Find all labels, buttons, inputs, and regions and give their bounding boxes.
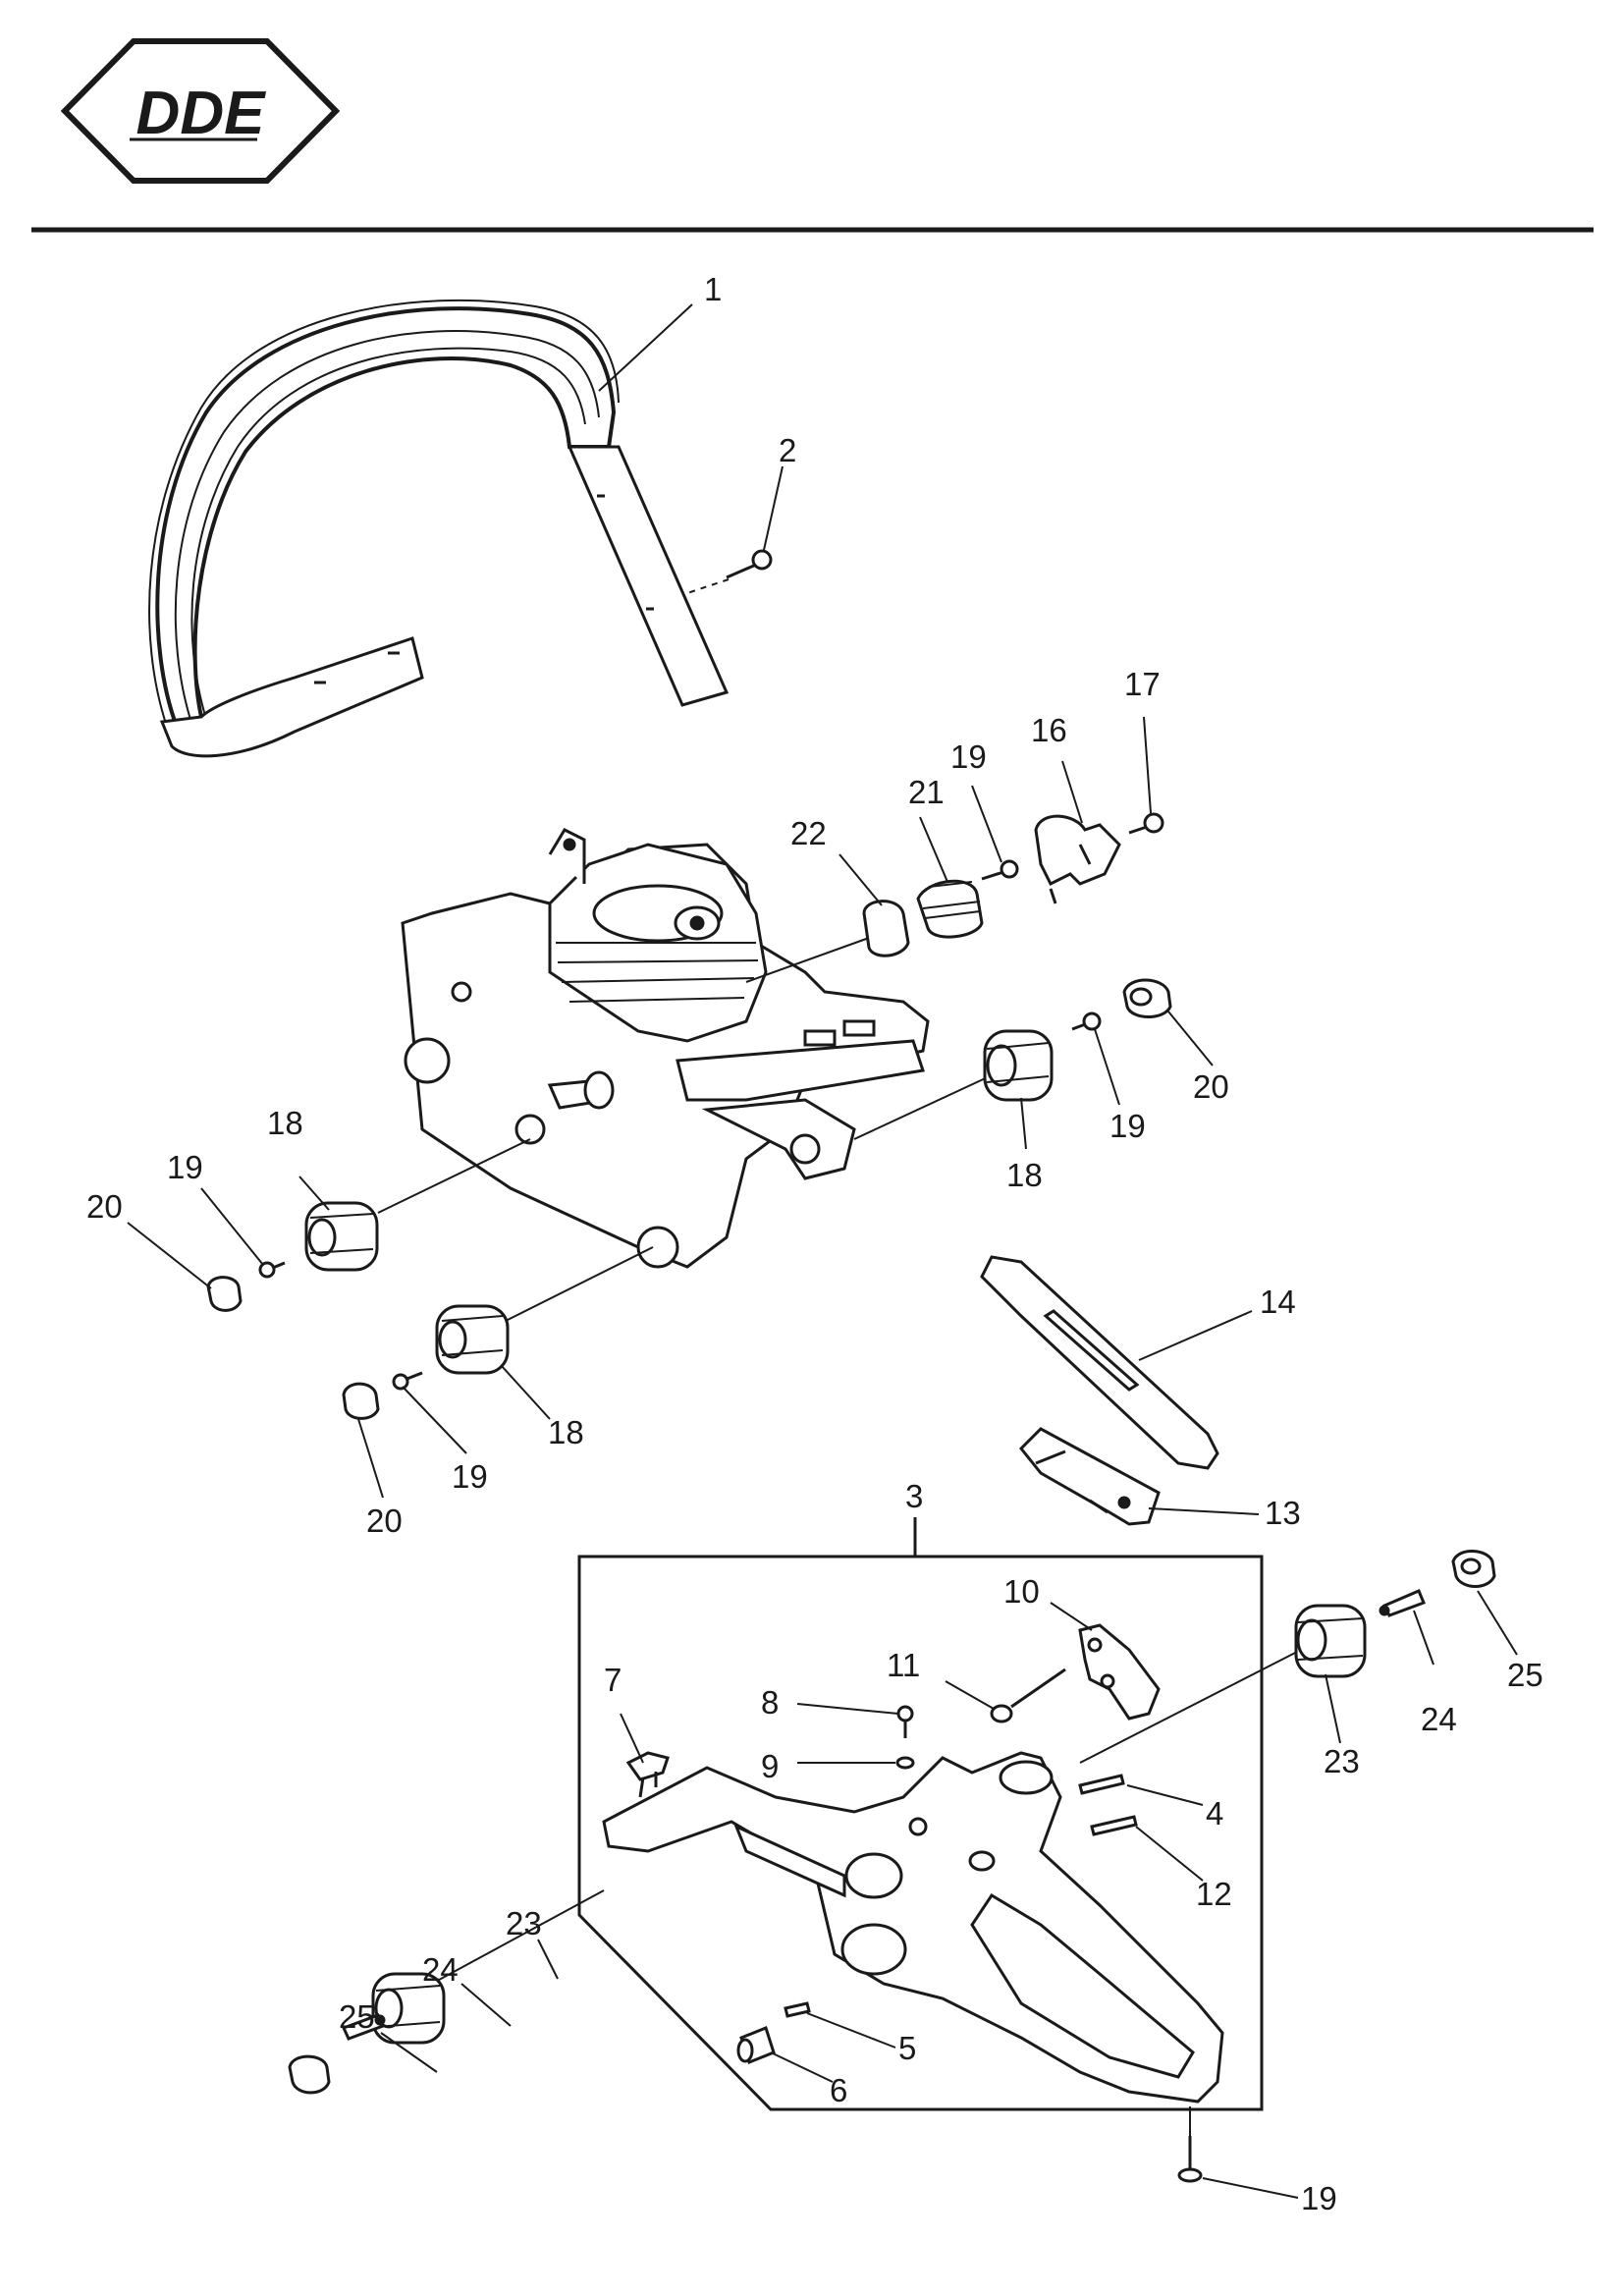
- callout-19-top: 19: [950, 738, 987, 775]
- callout-18-left: 18: [267, 1105, 303, 1141]
- front-handle-part-1: [148, 299, 730, 758]
- engine-crankcase: [401, 828, 930, 1269]
- callout-24-left: 24: [422, 1951, 459, 1988]
- lower-mount-parts-18-19-20: [342, 1246, 654, 1420]
- callout-10: 10: [1003, 1573, 1040, 1610]
- chain-cover-part-13: [1018, 1427, 1161, 1526]
- callout-23-left: 23: [506, 1905, 542, 1941]
- callout-17: 17: [1124, 666, 1161, 702]
- pins-4-12: [1078, 1774, 1138, 1836]
- callout-25-left: 25: [339, 1998, 375, 2035]
- trigger-parts-10-11: [990, 1623, 1161, 1723]
- callout-labels: 1 2 17 16 19 21 22 20 19 18 18 19 20 14 …: [86, 271, 1543, 2216]
- callout-25-right: 25: [1507, 1657, 1543, 1693]
- callout-5: 5: [898, 2030, 916, 2066]
- callout-20-lower: 20: [366, 1503, 403, 1539]
- dde-logo: DDE: [60, 38, 341, 184]
- parts-5-6: [736, 2001, 811, 2064]
- left-mount-parts-18-19-20: [206, 1138, 531, 1312]
- parts-16-17-19-top: [981, 812, 1164, 904]
- callout-22: 22: [790, 815, 827, 851]
- callout-21: 21: [908, 774, 945, 810]
- parts-7-8-9: [625, 1705, 915, 1798]
- callout-18-right: 18: [1006, 1157, 1043, 1193]
- screw-part-2: [686, 549, 773, 594]
- callout-14: 14: [1260, 1284, 1296, 1320]
- callout-18-lower: 18: [548, 1414, 584, 1450]
- callout-4: 4: [1206, 1795, 1223, 1831]
- callout-13: 13: [1265, 1495, 1301, 1531]
- callout-8: 8: [761, 1684, 779, 1721]
- callout-19-right: 19: [1109, 1108, 1146, 1144]
- callout-11: 11: [887, 1647, 920, 1683]
- callout-12: 12: [1196, 1876, 1232, 1912]
- assembly-frame-part-3: [577, 1555, 1264, 2111]
- leader-lines: [127, 303, 1518, 2199]
- callout-3: 3: [905, 1478, 923, 1514]
- callout-16: 16: [1031, 712, 1067, 748]
- callout-7: 7: [604, 1662, 622, 1698]
- callout-19-left: 19: [167, 1149, 203, 1185]
- callout-19-lower: 19: [452, 1458, 488, 1495]
- callout-20-left: 20: [86, 1188, 123, 1225]
- left-mount-parts-23-24-25: [288, 1889, 605, 2095]
- callout-19-bottom: 19: [1301, 2180, 1337, 2216]
- callout-2: 2: [779, 432, 796, 468]
- rear-handle-part-3: [602, 1751, 1224, 2104]
- callout-24-right: 24: [1421, 1701, 1457, 1737]
- bottom-screw-part-19: [1177, 2106, 1203, 2183]
- intake-parts-21-22: [745, 879, 984, 983]
- callout-6: 6: [830, 2072, 847, 2108]
- callout-9: 9: [761, 1748, 779, 1784]
- callout-1: 1: [704, 271, 722, 307]
- logo-text: DDE: [136, 80, 267, 147]
- right-mount-parts-23-24-25: [1079, 1550, 1496, 1764]
- bar-guide-part-14: [980, 1255, 1219, 1470]
- right-mount-parts-18-19-20: [853, 978, 1172, 1140]
- callout-20-right: 20: [1193, 1068, 1229, 1105]
- callout-23-right: 23: [1324, 1743, 1360, 1779]
